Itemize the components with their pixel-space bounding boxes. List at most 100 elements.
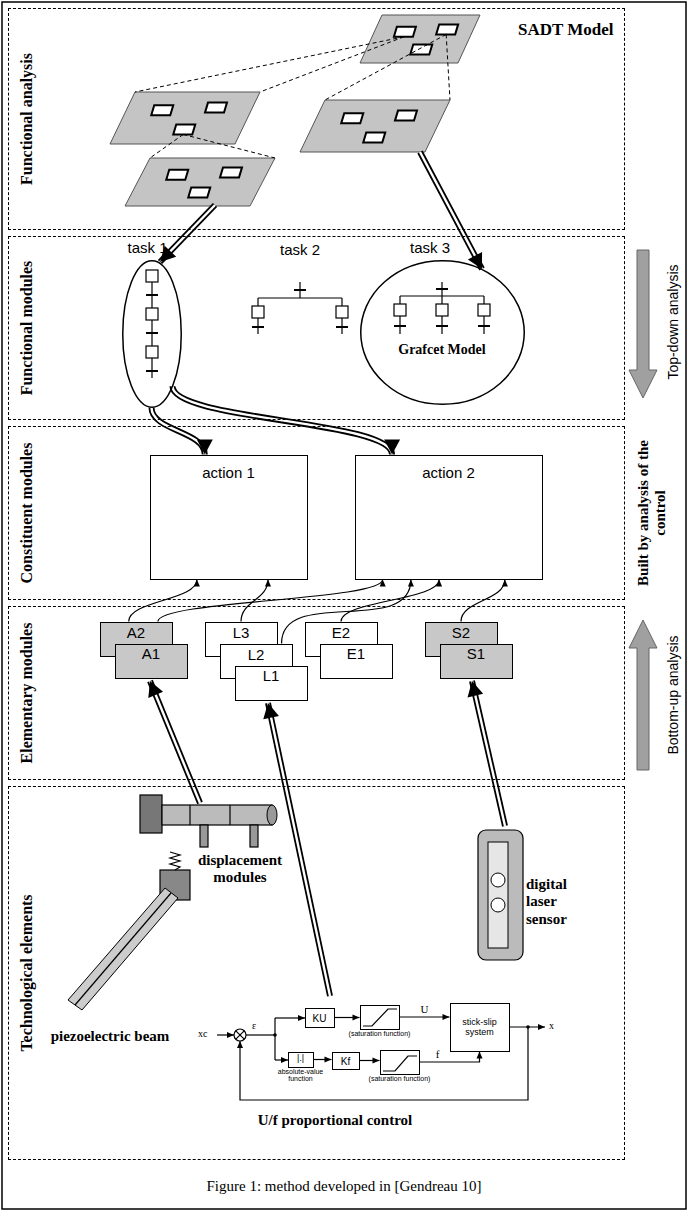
sadt-box bbox=[166, 170, 188, 180]
module-label: A2 bbox=[101, 624, 172, 641]
sadt-arrow bbox=[160, 205, 215, 262]
ellipse-outline bbox=[360, 260, 525, 405]
task-ellipse: task 1 bbox=[122, 260, 182, 408]
connector bbox=[335, 1015, 360, 1021]
grafcet-branch bbox=[258, 297, 342, 298]
tech-arrow bbox=[150, 681, 200, 803]
error-wire bbox=[246, 1034, 275, 1035]
sadt-layer bbox=[360, 15, 480, 63]
sadt-box bbox=[436, 24, 458, 34]
block-caption: (saturation function) bbox=[369, 1075, 431, 1082]
module-box: action 1 bbox=[150, 455, 308, 580]
annotation-label: xc bbox=[198, 1028, 216, 1040]
summing-junction bbox=[234, 1029, 246, 1041]
grafcet-step bbox=[394, 304, 406, 316]
annotation-label: Built by analysis of the control bbox=[635, 431, 670, 596]
input-wire-head bbox=[227, 1032, 234, 1038]
block-caption: absolute-value function bbox=[273, 1068, 329, 1082]
control-block: stick-slip system bbox=[450, 1003, 510, 1052]
displacement-module-base bbox=[140, 795, 162, 833]
sadt-box bbox=[151, 105, 173, 115]
laser-lens bbox=[491, 873, 505, 887]
connector-line bbox=[129, 580, 197, 622]
analysis-band: Elementary modulesA2A1L3L2L1E2E1S2S1 bbox=[8, 606, 625, 780]
annotation-label: x bbox=[549, 1020, 563, 1032]
saturation-block: (saturation function) bbox=[360, 1005, 400, 1030]
model-label: Grafcet Model bbox=[360, 342, 525, 358]
arrow-head bbox=[380, 580, 386, 587]
sadt-box bbox=[173, 124, 195, 134]
connector-line bbox=[400, 1016, 450, 1017]
module-label: E2 bbox=[306, 624, 377, 641]
analysis-band: Functional modules task 1 task 3Grafcet Mo… bbox=[8, 236, 625, 420]
arrow-head bbox=[373, 1058, 380, 1064]
zoom-line bbox=[325, 34, 446, 100]
analysis-band: Constituent modulesaction 1action 2 bbox=[8, 426, 625, 600]
module-box: L1 bbox=[235, 666, 308, 701]
double-arrow bbox=[173, 386, 393, 454]
connector-line bbox=[241, 580, 268, 622]
piezo-layer bbox=[75, 893, 171, 1005]
control-block: KU bbox=[305, 1008, 335, 1028]
task-ellipse: task 3Grafcet Model bbox=[360, 260, 525, 405]
tech-arrow bbox=[150, 681, 200, 803]
band-label: Technological elements bbox=[18, 894, 36, 1051]
connector bbox=[241, 580, 271, 622]
tech-arrow bbox=[472, 681, 505, 826]
arrow-head bbox=[353, 1015, 360, 1021]
split-wire bbox=[274, 1018, 275, 1060]
arrow-head bbox=[194, 580, 200, 587]
band-label: Elementary modules bbox=[18, 623, 36, 764]
connector bbox=[152, 408, 213, 455]
double-arrow bbox=[152, 408, 205, 455]
module-label: L2 bbox=[221, 646, 292, 663]
connector-line bbox=[420, 1052, 480, 1063]
module-label: S2 bbox=[426, 624, 497, 641]
module-box: A1 bbox=[115, 644, 188, 679]
band-label: Constituent modules bbox=[18, 443, 36, 584]
grafcet-transition bbox=[336, 326, 348, 328]
tech-arrow bbox=[268, 703, 330, 996]
connector bbox=[341, 580, 442, 622]
grafcet-transition bbox=[146, 370, 158, 372]
grafcet-step bbox=[336, 306, 348, 318]
control-block: Kf bbox=[332, 1052, 360, 1070]
arrow-head bbox=[265, 580, 271, 587]
module-label: A1 bbox=[116, 645, 187, 662]
sadt-layer bbox=[300, 100, 450, 152]
connector bbox=[461, 580, 508, 622]
grafcet-step bbox=[478, 304, 490, 316]
tech-arrow-head bbox=[468, 681, 484, 697]
ellipse-outline bbox=[122, 260, 181, 407]
laser-sensor-body bbox=[478, 830, 523, 960]
summing-cross bbox=[236, 1031, 244, 1039]
bottom-up-arrow bbox=[629, 620, 657, 770]
arrow-head bbox=[408, 580, 414, 587]
module-box: E1 bbox=[320, 644, 393, 679]
arrow-head bbox=[197, 440, 213, 455]
tech-arrow bbox=[268, 703, 330, 996]
annotation-label: SADT Model bbox=[518, 20, 622, 40]
module-label: E1 bbox=[321, 645, 392, 662]
sadt-box bbox=[363, 132, 385, 142]
zoom-line bbox=[135, 37, 404, 92]
zoom-line bbox=[446, 34, 450, 100]
sadt-layer bbox=[110, 92, 260, 144]
band-label: Functional modules bbox=[18, 261, 36, 396]
block-label: KU bbox=[306, 1012, 334, 1023]
grafcet-transition bbox=[478, 325, 490, 327]
module-label: S1 bbox=[441, 645, 512, 662]
zoom-line bbox=[183, 134, 275, 158]
double-arrow bbox=[173, 386, 393, 454]
block-caption: (saturation function) bbox=[349, 1030, 411, 1037]
module-label: L1 bbox=[236, 667, 307, 684]
annotation-label: digital laser sensor bbox=[526, 876, 592, 928]
grafcet-transition bbox=[294, 289, 306, 291]
saturation-curve bbox=[363, 1009, 397, 1026]
module-box: S1 bbox=[440, 644, 513, 679]
sadt-box bbox=[395, 111, 417, 121]
connector-line bbox=[461, 580, 505, 622]
annotation-label: Bottom-up analysis bbox=[665, 620, 681, 770]
